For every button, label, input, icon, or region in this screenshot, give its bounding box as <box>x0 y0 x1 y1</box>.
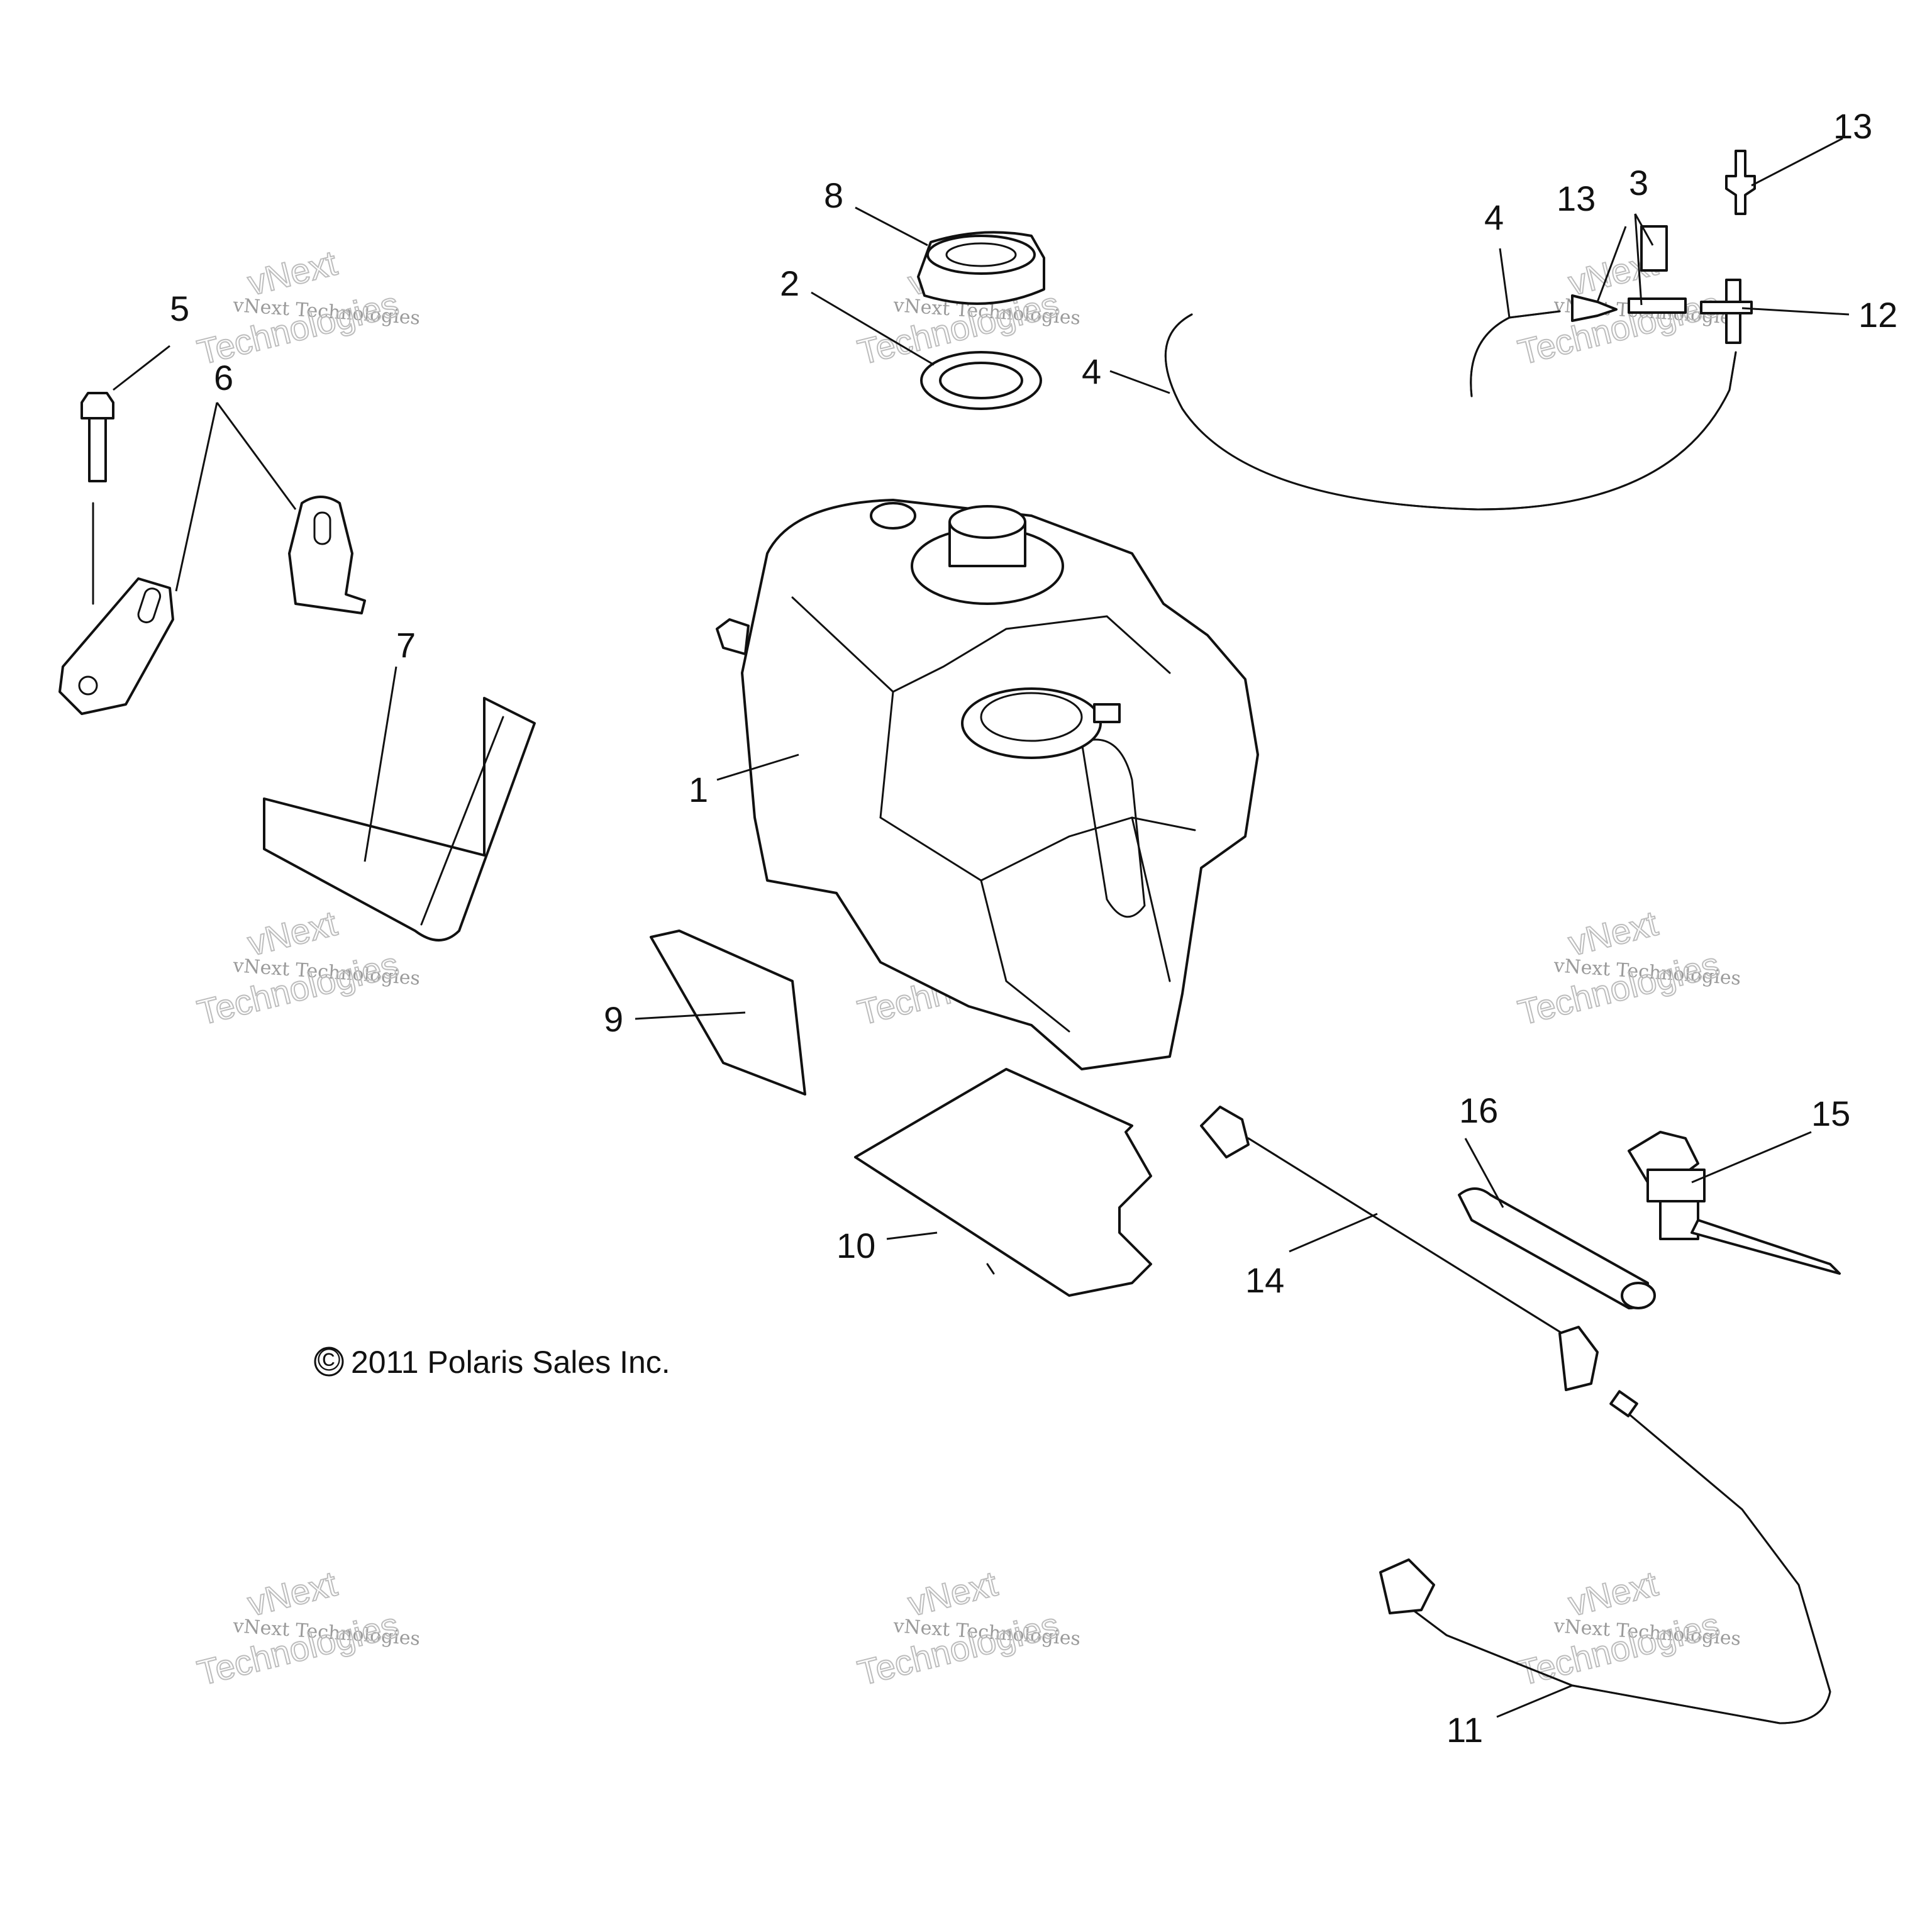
filler-gasket <box>920 351 1042 410</box>
callout-4b: 4 <box>1082 352 1101 391</box>
fuel-cap <box>917 231 1045 305</box>
watermark: vNext vNext Technologies Technologies <box>1514 1563 1742 1694</box>
svg-text:vNext: vNext <box>244 903 341 963</box>
leader-lines <box>113 137 1850 1718</box>
tank-mount-tab <box>716 618 750 655</box>
callout-2: 2 <box>780 264 799 303</box>
callout-7: 7 <box>396 625 416 665</box>
fuel-line-connector-bottom <box>1558 1326 1599 1391</box>
fuel-line <box>1200 1106 1599 1391</box>
svg-text:vNext: vNext <box>244 243 341 303</box>
fuel-hose-end <box>1609 1390 1638 1418</box>
callouts: 1 2 3 4 4 5 6 7 8 9 10 11 12 13 13 14 15… <box>170 106 1897 1750</box>
vent-valve-side <box>1571 294 1618 322</box>
tee-fitting-branch <box>1700 301 1753 314</box>
tank-bracket-left <box>58 577 174 715</box>
filler-neck <box>911 505 1064 605</box>
tank-bracket-right <box>288 496 366 614</box>
callout-14: 14 <box>1245 1260 1284 1300</box>
cable-tie <box>1690 1219 1841 1275</box>
callout-13a: 13 <box>1833 106 1872 146</box>
vent-hose-short-2 <box>1628 297 1687 314</box>
fuel-pump-flange <box>961 687 1121 759</box>
svg-text:vNext: vNext <box>1565 903 1662 963</box>
callout-10: 10 <box>836 1226 875 1265</box>
copyright-text: 2011 Polaris Sales Inc. <box>351 1345 670 1380</box>
copyright-symbol: © <box>318 1342 341 1377</box>
watermark: vNext vNext Technologies Technologies <box>193 902 421 1033</box>
callout-1: 1 <box>689 770 708 809</box>
svg-text:Technologies: Technologies <box>1514 944 1723 1032</box>
svg-text:vNext: vNext <box>904 1563 1002 1624</box>
copyright-notice: © 2011 Polaris Sales Inc. <box>314 1342 670 1380</box>
svg-text:Technologies: Technologies <box>194 944 402 1032</box>
protective-sleeve <box>1458 1187 1656 1309</box>
vent-valve-top <box>1725 150 1756 215</box>
watermark: vNext vNext Technologies Technologies <box>193 242 421 373</box>
svg-text:vNext: vNext <box>244 1563 341 1624</box>
vent-hose <box>1164 310 1737 511</box>
callout-16: 16 <box>1459 1091 1498 1130</box>
callout-4a: 4 <box>1484 197 1504 237</box>
callout-13b: 13 <box>1557 179 1596 218</box>
fuel-hose-assembly <box>1379 1390 1831 1724</box>
vent-fittings <box>1571 150 1756 344</box>
watermark: vNext vNext Technologies Technologies <box>853 1563 1082 1694</box>
svg-text:Technologies: Technologies <box>194 1604 402 1692</box>
svg-text:Technologies: Technologies <box>1514 284 1723 372</box>
tank-pad-side <box>650 930 806 1096</box>
tank-pad-bottom <box>854 1068 1152 1297</box>
bolt <box>80 392 114 605</box>
svg-text:Technologies: Technologies <box>1514 1604 1723 1692</box>
callout-3: 3 <box>1629 163 1648 203</box>
tank-vent-port <box>870 502 916 530</box>
callout-12: 12 <box>1858 295 1897 335</box>
callout-15: 15 <box>1811 1094 1850 1133</box>
fuel-tank <box>716 499 1259 1070</box>
svg-text:Technologies: Technologies <box>854 1604 1063 1692</box>
callout-11: 11 <box>1446 1710 1483 1750</box>
callout-9: 9 <box>604 999 623 1039</box>
callout-6: 6 <box>214 358 233 397</box>
callout-5: 5 <box>170 289 189 328</box>
watermark: vNext vNext Technologies Technologies <box>193 1563 421 1694</box>
svg-text:vNext: vNext <box>1565 1563 1662 1624</box>
fuel-hose-connector <box>1379 1558 1435 1614</box>
l-pad <box>263 697 536 941</box>
callout-8: 8 <box>824 175 843 215</box>
copyright-symbol-ring <box>314 1346 344 1377</box>
watermark: vNext vNext Technologies Technologies <box>1514 902 1742 1033</box>
cable-clip <box>1628 1131 1841 1275</box>
fuel-line-connector-top <box>1200 1106 1250 1158</box>
